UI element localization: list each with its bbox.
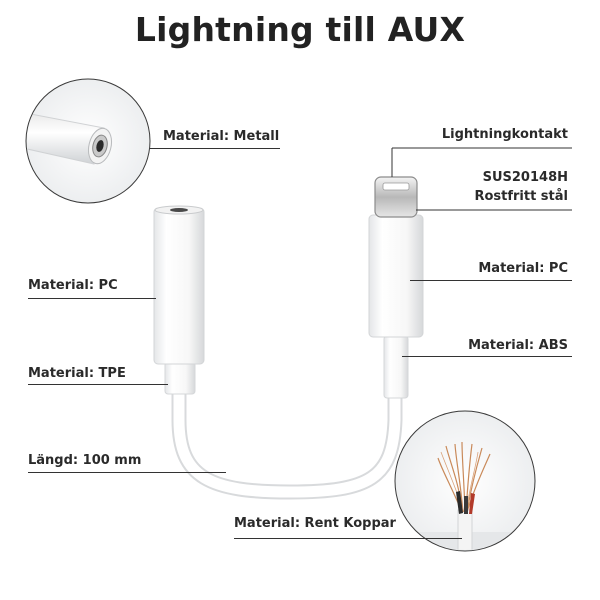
label-lightning-connector: Lightningkontakt [441,127,568,142]
label-metal: Material: Metall [163,129,280,144]
rule-metal [150,148,280,149]
label-steel-line2: Rostfritt stål [474,189,568,204]
rule-pc-right [410,280,572,281]
lightning-connector-tip [374,176,418,218]
page-title: Lightning till AUX [134,10,466,49]
metal-jack-detail [25,78,151,204]
lightning-plug-housing [368,214,424,399]
label-abs: Material: ABS [468,338,568,353]
label-pc-right: Material: PC [478,261,568,276]
aux-jack-housing [153,205,205,395]
rule-pc-left [28,298,156,299]
rule-copper [234,538,462,539]
label-copper: Material: Rent Koppar [234,516,396,531]
label-steel-line1: SUS20148H [482,170,568,185]
label-pc-left: Material: PC [28,278,118,293]
rule-tpe [28,384,168,385]
label-tpe: Material: TPE [28,366,126,381]
label-length: Längd: 100 mm [28,453,142,468]
rule-abs [402,356,572,357]
callout-lines [391,147,572,211]
rule-length [28,472,226,473]
copper-wire-detail [394,410,536,552]
cable [171,384,403,500]
